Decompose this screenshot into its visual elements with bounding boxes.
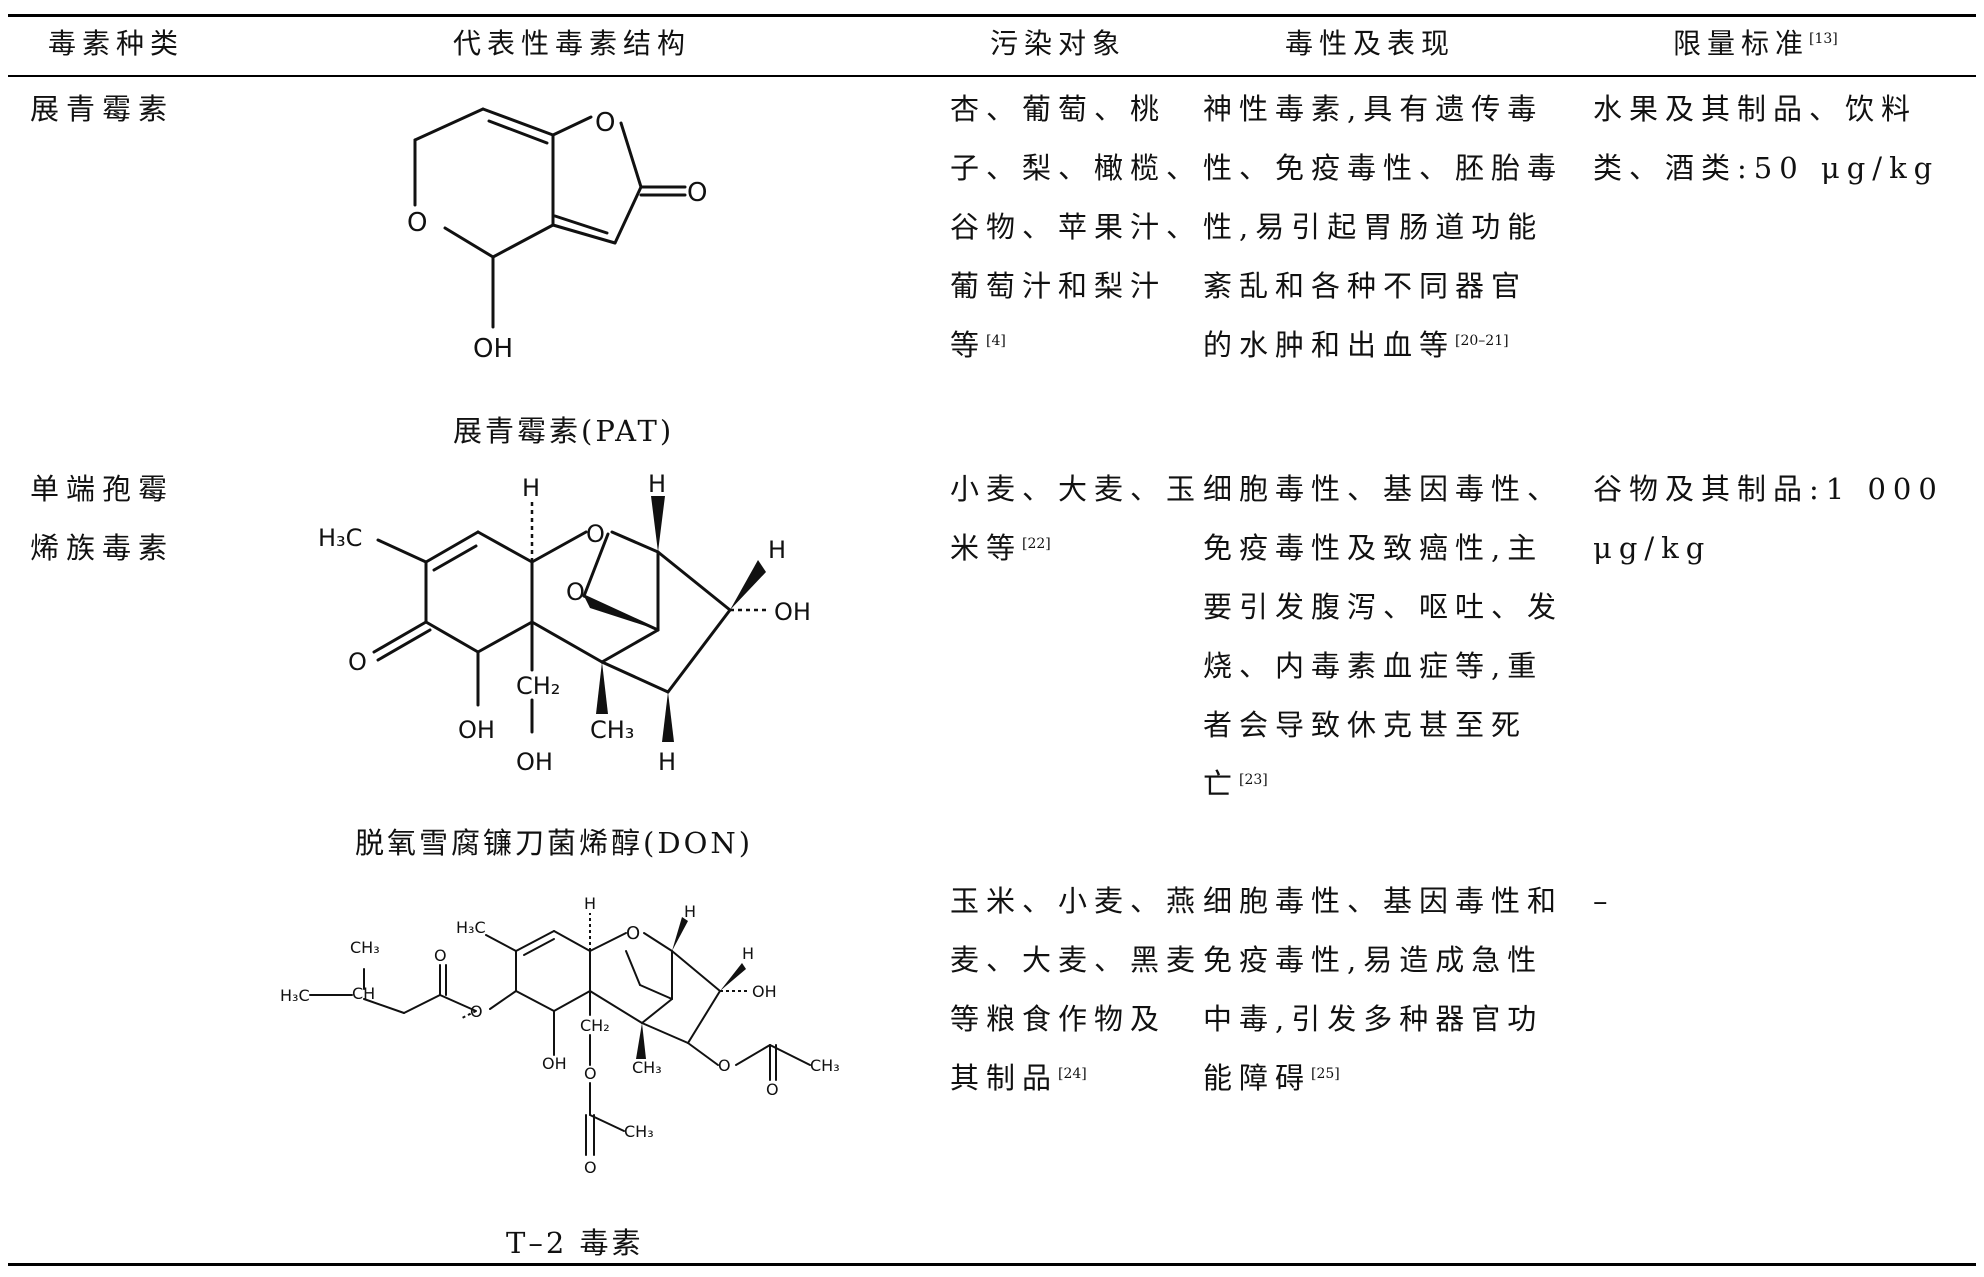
don-ch2-label: CH₂ xyxy=(516,672,560,700)
don-epoxide-o-label: O xyxy=(566,578,585,606)
t2-methyl-left-label: H₃C xyxy=(280,986,310,1005)
pat-pyran-o-label: O xyxy=(407,208,427,238)
row1-toxicity: 神性毒素,具有遗传毒 性、免疫毒性、胚胎毒 性,易引起胃肠道功能 紊乱和各种不同… xyxy=(1203,92,1564,362)
table-top-rule xyxy=(8,14,1976,17)
pat-caption: 展青霉素(PAT) xyxy=(453,414,675,448)
t2-acetate-o-right-label: O xyxy=(718,1056,731,1075)
t2-ch-label: CH xyxy=(352,984,375,1003)
pat-structure-diagram: O O O OH xyxy=(407,107,707,364)
don-structure-diagram: H H O H OH H₃C O O CH₂ OH CH₃ OH H xyxy=(318,470,811,776)
pat-oh-label: OH xyxy=(473,334,513,364)
pat-carbonyl-o-label: O xyxy=(687,178,707,208)
don-h-top-left-label: H xyxy=(522,474,540,502)
t2-ch3-isovaleryl-label: CH₃ xyxy=(350,938,380,957)
t2-h-top-label: H xyxy=(584,895,596,913)
don-h-right-label: H xyxy=(768,536,786,564)
t2-acetate-ch3-bottom-label: CH₃ xyxy=(624,1122,654,1141)
header-target: 污染对象 xyxy=(990,27,1127,60)
don-h-top-right-label: H xyxy=(648,470,666,498)
don-h-bottom-label: H xyxy=(658,748,676,776)
pat-ring-o-label: O xyxy=(595,108,615,138)
t2-acetate-carbonyl-o-right-label: O xyxy=(766,1080,779,1099)
t2-acetate-ch3-right-label: CH₃ xyxy=(810,1056,840,1075)
header-structure: 代表性毒素结构 xyxy=(453,27,692,60)
row2-toxicity: 细胞毒性、基因毒性、 免疫毒性及致癌性,主 要引发腹泻、呕吐、发 烧、内毒素血症… xyxy=(1203,472,1564,801)
header-toxicity: 毒性及表现 xyxy=(1285,27,1456,60)
don-methyl-label: H₃C xyxy=(318,524,362,552)
don-oh-bottom-label: OH xyxy=(516,748,553,776)
don-ch3-label: CH₃ xyxy=(590,716,634,744)
header-rule xyxy=(8,75,1976,77)
row1-limit: 水果及其制品、饮料 类、酒类:50 μg/kg xyxy=(1593,92,1940,185)
header-limit: 限量标准[13] xyxy=(1673,27,1838,60)
row3-toxicity: 细胞毒性、基因毒性和 免疫毒性,易造成急性 中毒,引发多种器官功 能障碍[25] xyxy=(1203,884,1564,1095)
row3-target: 玉米、小麦、燕 麦、大麦、黑麦 等粮食作物及 其制品[24] xyxy=(950,884,1203,1095)
row2-type: 单端孢霉 烯族毒素 xyxy=(30,472,175,565)
row2-limit: 谷物及其制品:1 000 μg/kg xyxy=(1593,472,1944,565)
t2-ch2-o-label: O xyxy=(584,1064,597,1083)
don-ring-o-label: O xyxy=(586,520,605,548)
don-ketone-o-label: O xyxy=(348,648,367,676)
t2-h-right-label: H xyxy=(742,944,754,963)
table-bottom-rule xyxy=(8,1263,1976,1266)
t2-ch2-label: CH₂ xyxy=(580,1016,610,1035)
t2-ester-carbonyl-o-label: O xyxy=(434,946,447,965)
row1-target: 杏、葡萄、桃 子、梨、橄榄、 谷物、苹果汁、 葡萄汁和梨汁 等[4] xyxy=(950,92,1203,362)
t2-oh-left-label: OH xyxy=(542,1054,567,1073)
row3-limit: – xyxy=(1593,884,1615,918)
t2-caption: T–2 毒素 xyxy=(506,1226,644,1260)
t2-methyl-top-label: H₃C xyxy=(456,918,486,937)
t2-ring-o-label: O xyxy=(626,923,640,944)
don-caption: 脱氧雪腐镰刀菌烯醇(DON) xyxy=(355,826,754,860)
row1-type: 展青霉素 xyxy=(30,92,175,126)
t2-h-upper-right-label: H xyxy=(684,902,696,921)
t2-ch3-center-label: CH₃ xyxy=(632,1058,662,1077)
header-toxin-type: 毒素种类 xyxy=(48,27,185,60)
t2-acetate-carbonyl-o-bottom-label: O xyxy=(584,1158,597,1177)
don-oh-left-label: OH xyxy=(458,716,495,744)
don-oh-right-label: OH xyxy=(774,598,811,626)
row2-target: 小麦、大麦、玉 米等[22] xyxy=(950,472,1203,565)
t2-structure-diagram: H₃C H O H H CH₃ O OH CH H₃C O OH CH₂ CH₃… xyxy=(280,895,840,1177)
t2-oh-right-label: OH xyxy=(752,982,777,1001)
t2-ester-o-label: O xyxy=(470,1002,483,1021)
